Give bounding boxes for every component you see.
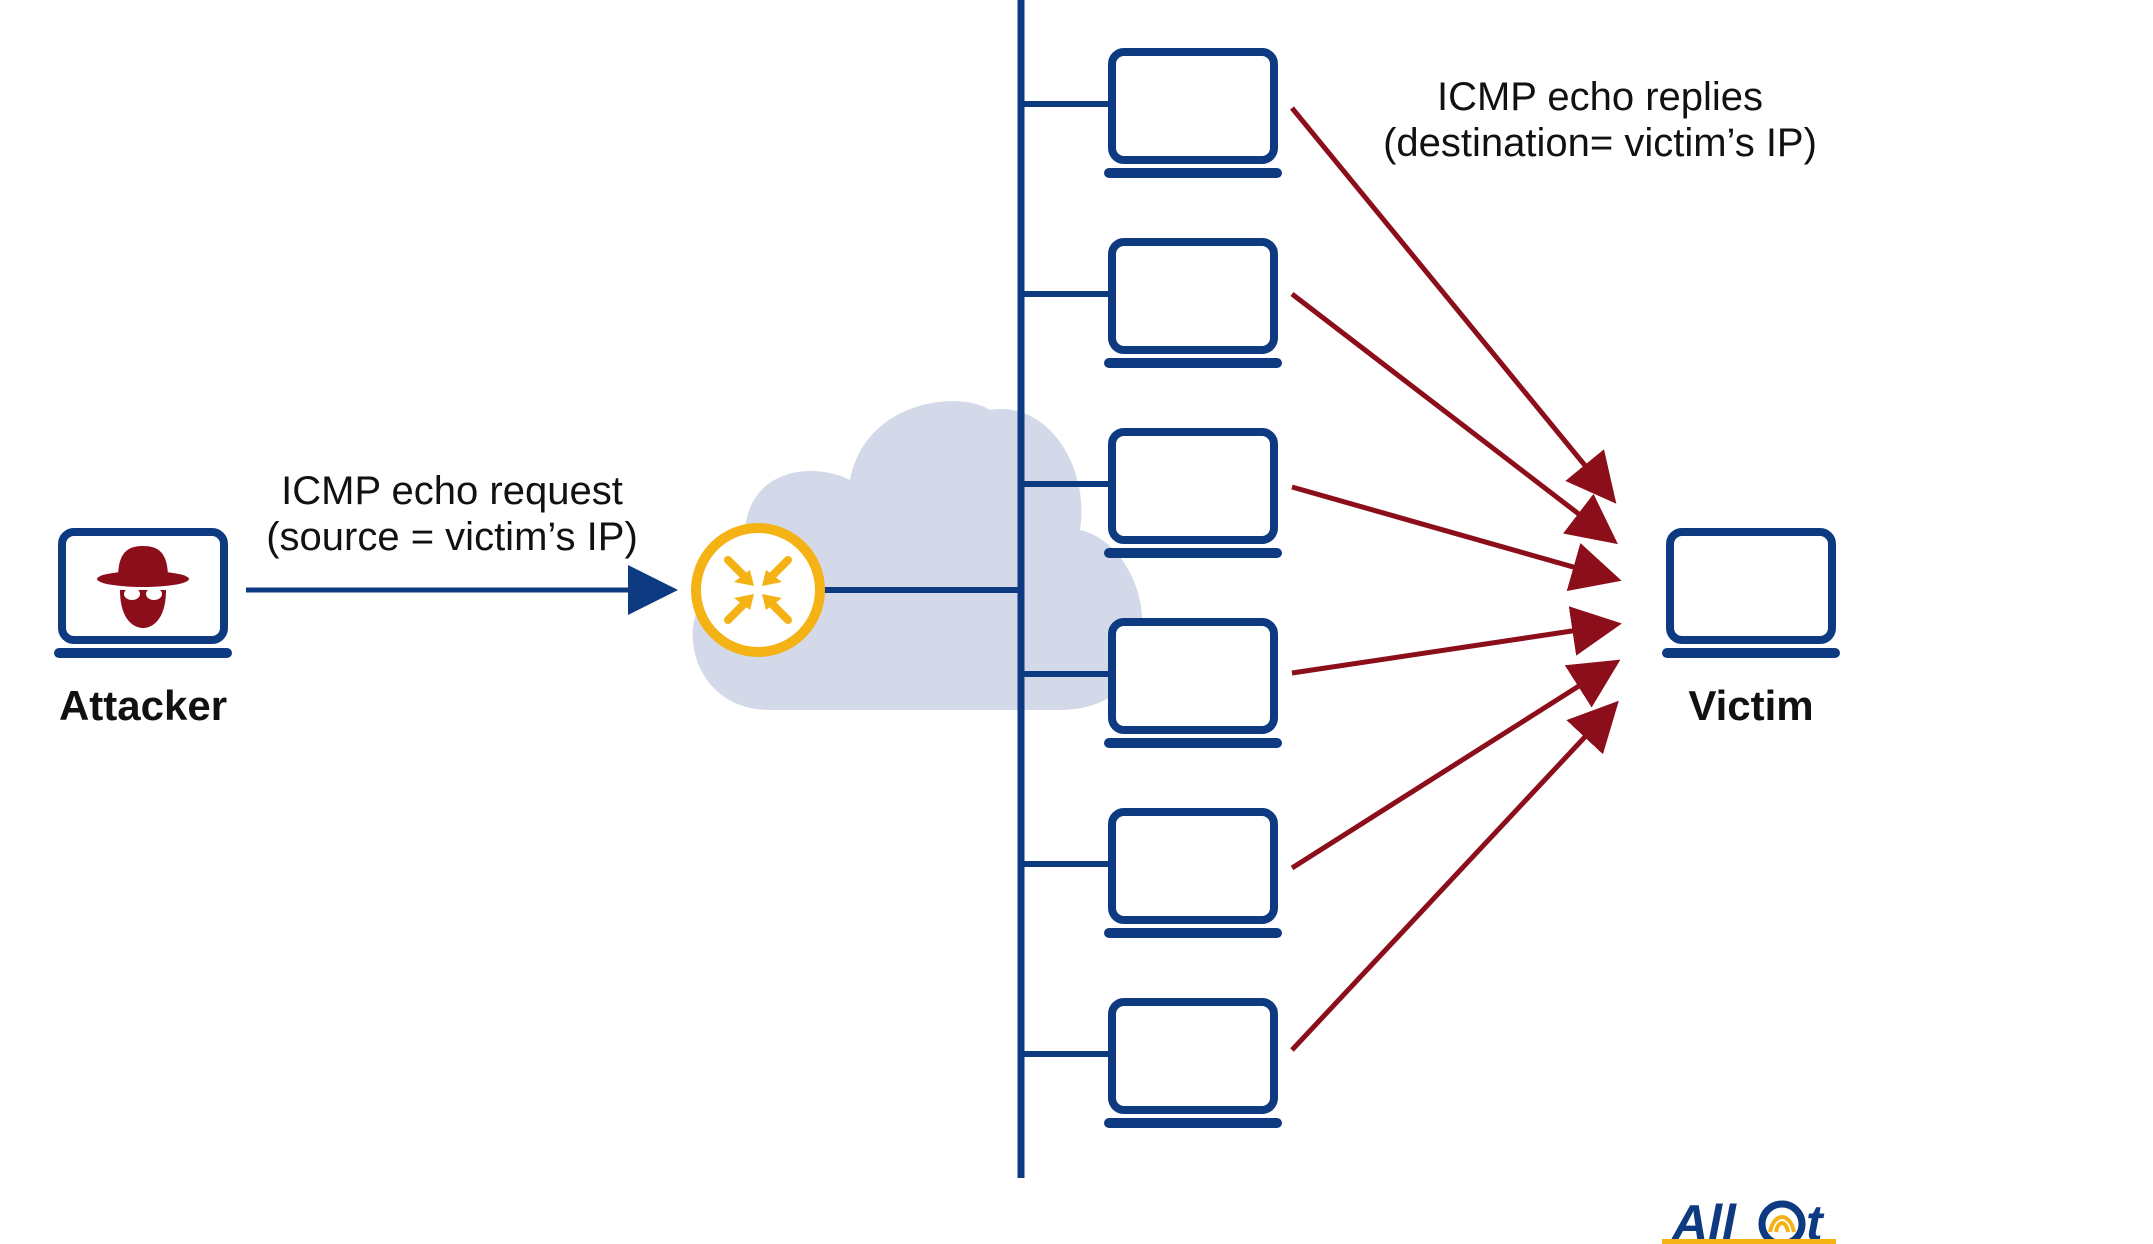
allot-logo: All t	[1662, 1195, 1836, 1244]
reply-arrow-2	[1290, 292, 1618, 545]
reflector-hosts	[1021, 52, 1282, 1128]
logo-text-left: All	[1670, 1195, 1737, 1244]
reply-arrow-6	[1290, 700, 1619, 1052]
victim-label: Victim	[1688, 682, 1813, 729]
reply-arrow-3	[1291, 484, 1622, 592]
reflector-host-5	[1021, 812, 1282, 938]
victim-host	[1662, 532, 1840, 658]
laptop-icon	[1104, 812, 1282, 938]
reflector-host-3	[1021, 432, 1282, 558]
laptop-icon	[1104, 622, 1282, 748]
reply-arrow-5	[1290, 659, 1621, 871]
reflector-host-2	[1021, 242, 1282, 368]
router-icon	[691, 523, 825, 657]
reflector-host-4	[1021, 622, 1282, 748]
laptop-icon	[1104, 1002, 1282, 1128]
logo-underline	[1662, 1239, 1836, 1244]
replies-caption-line2: (destination= victim’s IP)	[1383, 121, 1817, 165]
reply-arrow-4	[1291, 606, 1622, 676]
replies-caption-line1: ICMP echo replies	[1437, 75, 1763, 119]
reflector-host-1	[1021, 52, 1282, 178]
laptop-icon	[1104, 52, 1282, 178]
spy-icon	[97, 546, 189, 628]
reflector-host-6	[1021, 1002, 1282, 1128]
request-caption-line1: ICMP echo request	[281, 469, 623, 513]
reply-arrow-1	[1290, 106, 1617, 504]
reply-arrows	[1290, 106, 1622, 1052]
laptop-icon	[1104, 242, 1282, 368]
laptop-icon	[1104, 432, 1282, 558]
attacker-host	[54, 532, 232, 658]
laptop-icon	[1662, 532, 1840, 658]
request-caption-line2: (source = victim’s IP)	[266, 515, 638, 559]
logo-text-right: t	[1806, 1195, 1825, 1244]
attacker-label: Attacker	[59, 682, 227, 729]
